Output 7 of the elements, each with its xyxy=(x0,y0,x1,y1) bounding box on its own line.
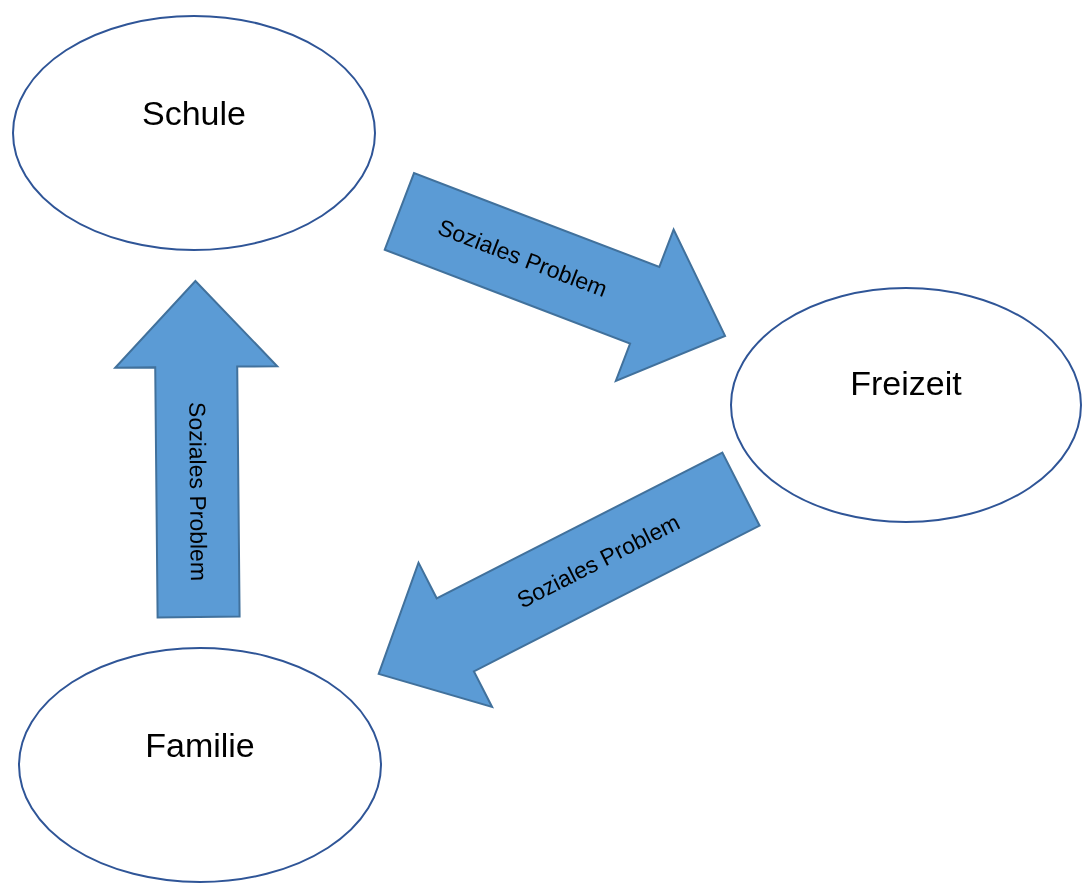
node-label: Schule xyxy=(142,93,246,133)
block-arrow xyxy=(377,451,761,709)
node-label: Familie xyxy=(145,725,255,765)
edge-label: Soziales Problem xyxy=(183,402,212,582)
block-arrow xyxy=(112,279,280,619)
node-label: Freizeit xyxy=(850,363,962,403)
block-arrow xyxy=(383,171,727,383)
